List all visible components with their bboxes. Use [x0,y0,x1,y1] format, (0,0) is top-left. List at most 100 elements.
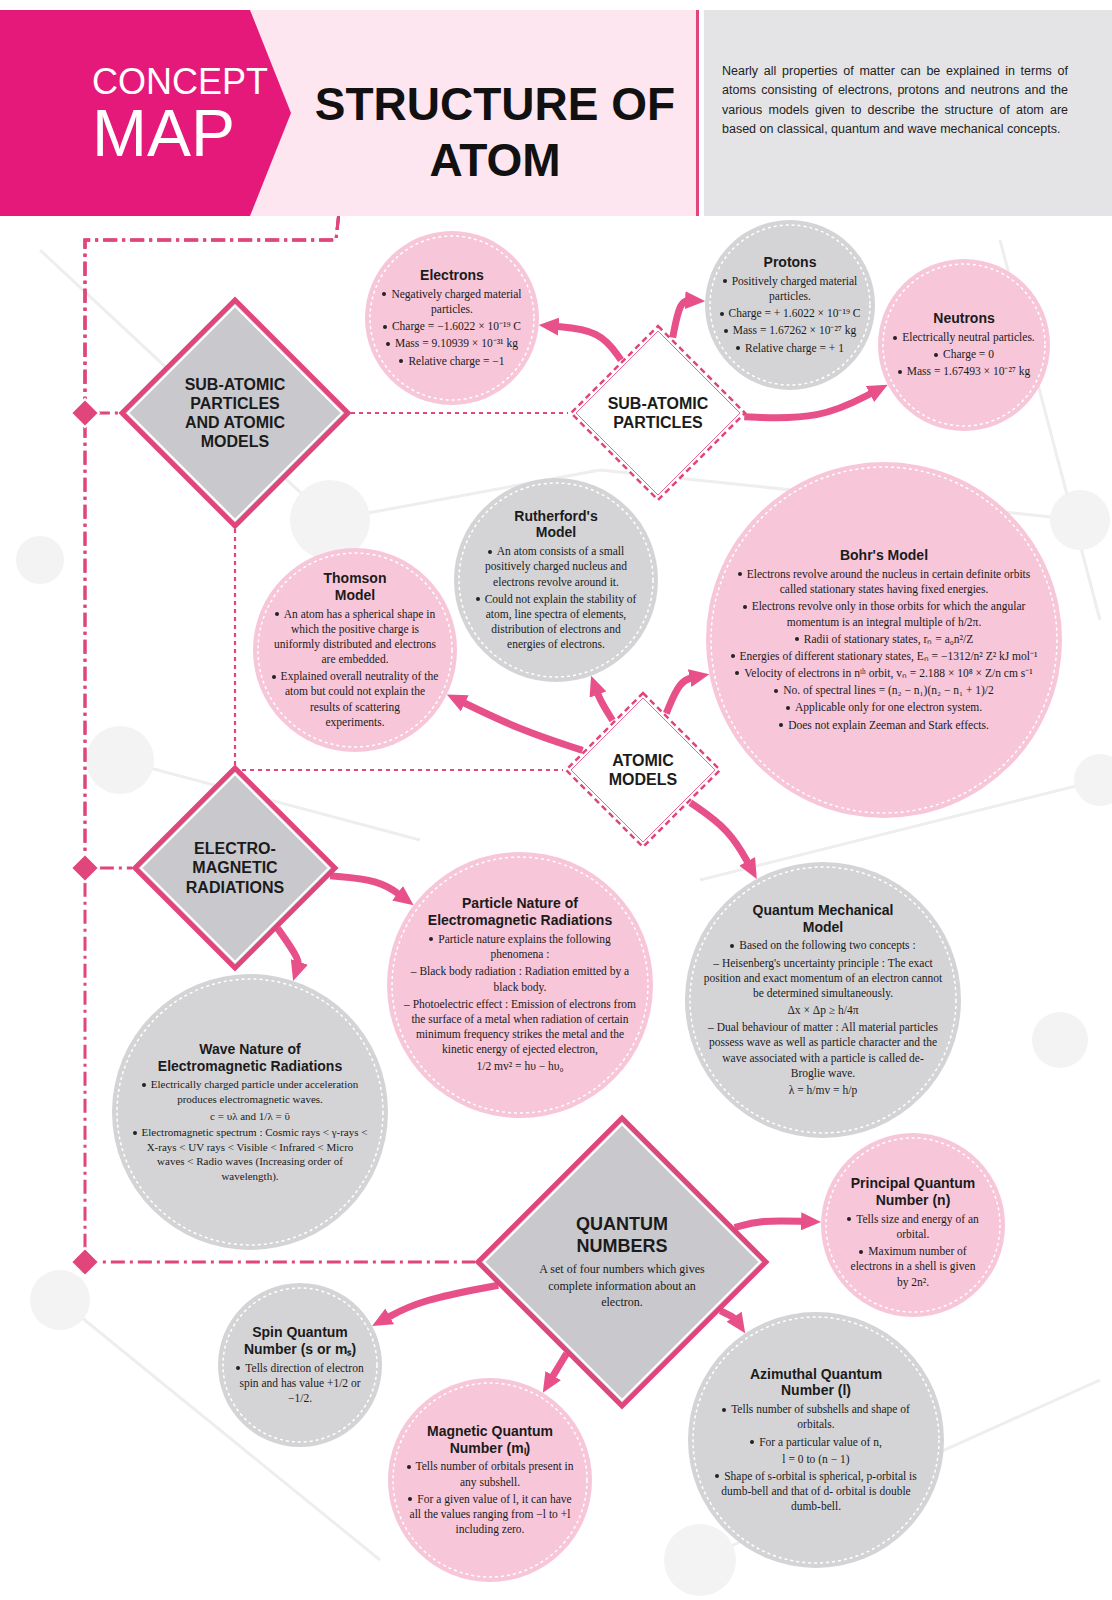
text-block: l = 0 to (n − 1) [688,1452,944,1467]
diamond-fill [135,768,335,968]
arrow-connector [666,677,695,713]
circle-ring [459,483,653,677]
heading-text: Magnetic Quantum Number (mₗ) [427,1423,553,1456]
branch-diamond: ATOMIC MODELS [563,690,723,850]
arrow-connector [596,689,613,721]
circle-fill [705,220,875,390]
bullet-dot [720,312,724,316]
heading-text: Rutherford's Model [514,508,597,541]
body-text: Relative charge = −1 [408,355,504,367]
body-text: An atom consists of a small positively c… [485,545,627,587]
diamond-ring [571,698,715,842]
bullet-dot [133,1131,137,1135]
bullet-dot [731,654,735,658]
bullet-dot [408,1497,412,1501]
text-block: Electrically neutral particles. [878,330,1050,345]
body-text: l = 0 to (n − 1) [782,1453,849,1465]
heading-text: Principal Quantum Number (n) [851,1175,975,1208]
concept-circle: Wave Nature of Electromagnetic Radiation… [112,974,388,1250]
model-circle: Thomson Model An atom has a spherical sha… [253,548,457,752]
topic-diamond: SUB-ATOMIC PARTICLES AND ATOMIC MODELS [119,297,351,529]
circle-ring [117,979,383,1245]
text-block: – Dual behaviour of matter : All materia… [685,1020,961,1081]
text-block: Nearly all properties of matter can be e… [722,62,1068,140]
text-block: Electrically charged particle under acce… [112,1077,388,1106]
particle-circle: ElectronsNegatively charged material par… [365,231,539,405]
heading-text: Protons [764,254,817,270]
arrow-connector [330,876,402,897]
particle-circle: NeutronsElectrically neutral particles. C… [878,259,1050,431]
circle-outline [821,1133,1005,1317]
bullet-dot [476,597,480,601]
body-text: Charge = −1.6022 × 10⁻¹⁹ C [392,320,521,332]
text-block: – Heisenberg's uncertainty principle : T… [685,956,961,1002]
body-text: Could not explain the stability of atom,… [485,593,637,651]
text-block: Azimuthal Quantum Number (l) [688,1366,944,1400]
text-block: Wave Nature of Electromagnetic Radiation… [112,1041,388,1075]
concept-circle: Quantum Mechanical ModelBased on the fol… [685,862,961,1138]
circle-outline [705,220,875,390]
diamond-text: SUB-ATOMIC PARTICLES [602,394,714,432]
body-text: – Photoelectric effect : Emission of ele… [404,998,636,1056]
arrow-connector [550,1354,566,1381]
circle-ring [223,1288,377,1442]
circle-ring [370,236,534,400]
branch-diamond: SUB-ATOMIC PARTICLES [568,323,748,503]
text-block: For a given value of l, it can have all … [388,1492,592,1538]
text-block: 1/2 mv² = hυ − hυ₀ [387,1059,653,1074]
body-text: Tells direction of electron spin and has… [239,1362,363,1404]
text-block: Mass = 1.67493 × 10⁻²⁷ kg [878,364,1050,379]
text-block: Quantum Mechanical Model [685,902,961,936]
text-block: Explained overall neutrality of the atom… [253,669,457,730]
text-block: Neutrons [878,310,1050,327]
text-block: ELECTRO- MAGNETIC RADIATIONS [175,839,295,897]
bullet-dot [847,1217,851,1221]
diamond-ring [576,331,740,495]
heading-text: Quantum Mechanical Model [753,902,894,935]
bullet-dot [859,1250,863,1254]
text-block: A set of four numbers which gives comple… [537,1261,707,1310]
heading-text: Azimuthal Quantum Number (l) [750,1366,882,1399]
diamond-fill [571,326,745,500]
heading-text: CONCEPT [92,61,268,102]
bullet-dot [795,637,799,641]
heading-text: Nearly all properties of matter can be e… [722,64,1068,136]
bullet-dot [743,605,747,609]
text-block: Electrons [365,267,539,284]
text-block: No. of spectral lines = (n₂ − n₁)(n₂ − n… [706,683,1062,698]
body-text: Mass = 9.10939 × 10⁻³¹ kg [395,337,518,349]
arrow-connector [278,928,299,967]
text-block: Maximum number of electrons in a shell i… [821,1244,1005,1290]
text-block: An atom has a spherical shape in which t… [253,607,457,668]
text-block: Spin Quantum Number (s or mₛ) [218,1324,382,1358]
body-text: For a given value of l, it can have all … [410,1493,572,1535]
diamond-text: QUANTUM NUMBERS A set of four numbers whi… [537,1214,707,1310]
arrow-connector [553,326,621,360]
circle-fill [365,231,539,405]
quantum-number-circle: Azimuthal Quantum Number (l)Tells number… [688,1312,944,1568]
text-block: Could not explain the stability of atom,… [454,592,658,653]
bullet-dot [779,723,783,727]
text-block: Positively charged material particles. [705,274,875,304]
intro-note: Nearly all properties of matter can be e… [704,10,1112,216]
heading-text: Thomson Model [323,570,386,603]
circle-fill [218,1283,382,1447]
particle-circle: ProtonsPositively charged material parti… [705,220,875,390]
text-block: Electrons revolve only in those orbits f… [706,599,1062,629]
arrow-connector [384,1285,498,1319]
body-text: Applicable only for one electron system. [795,701,982,713]
diamond-text: SUB-ATOMIC PARTICLES AND ATOMIC MODELS [172,375,298,452]
body-text: Charge = 0 [943,348,994,360]
bullet-dot [934,353,938,357]
quantum-number-circle: Magnetic Quantum Number (mₗ) Tells number… [388,1378,592,1582]
circle-fill [454,478,658,682]
text-block: For a particular value of n, [688,1435,944,1450]
diamond-text: ELECTRO- MAGNETIC RADIATIONS [175,839,295,897]
banner-arrow-fill [0,10,291,216]
text-block: CONCEPT [92,64,268,100]
body-text: Tells number of orbitals present in any … [416,1460,574,1487]
text-block: Charge = −1.6022 × 10⁻¹⁹ C [365,319,539,334]
heading-text: QUANTUM NUMBERS [576,1214,668,1256]
body-text: Energies of different stationary states,… [740,650,1038,662]
branch-marker [71,1248,99,1276]
